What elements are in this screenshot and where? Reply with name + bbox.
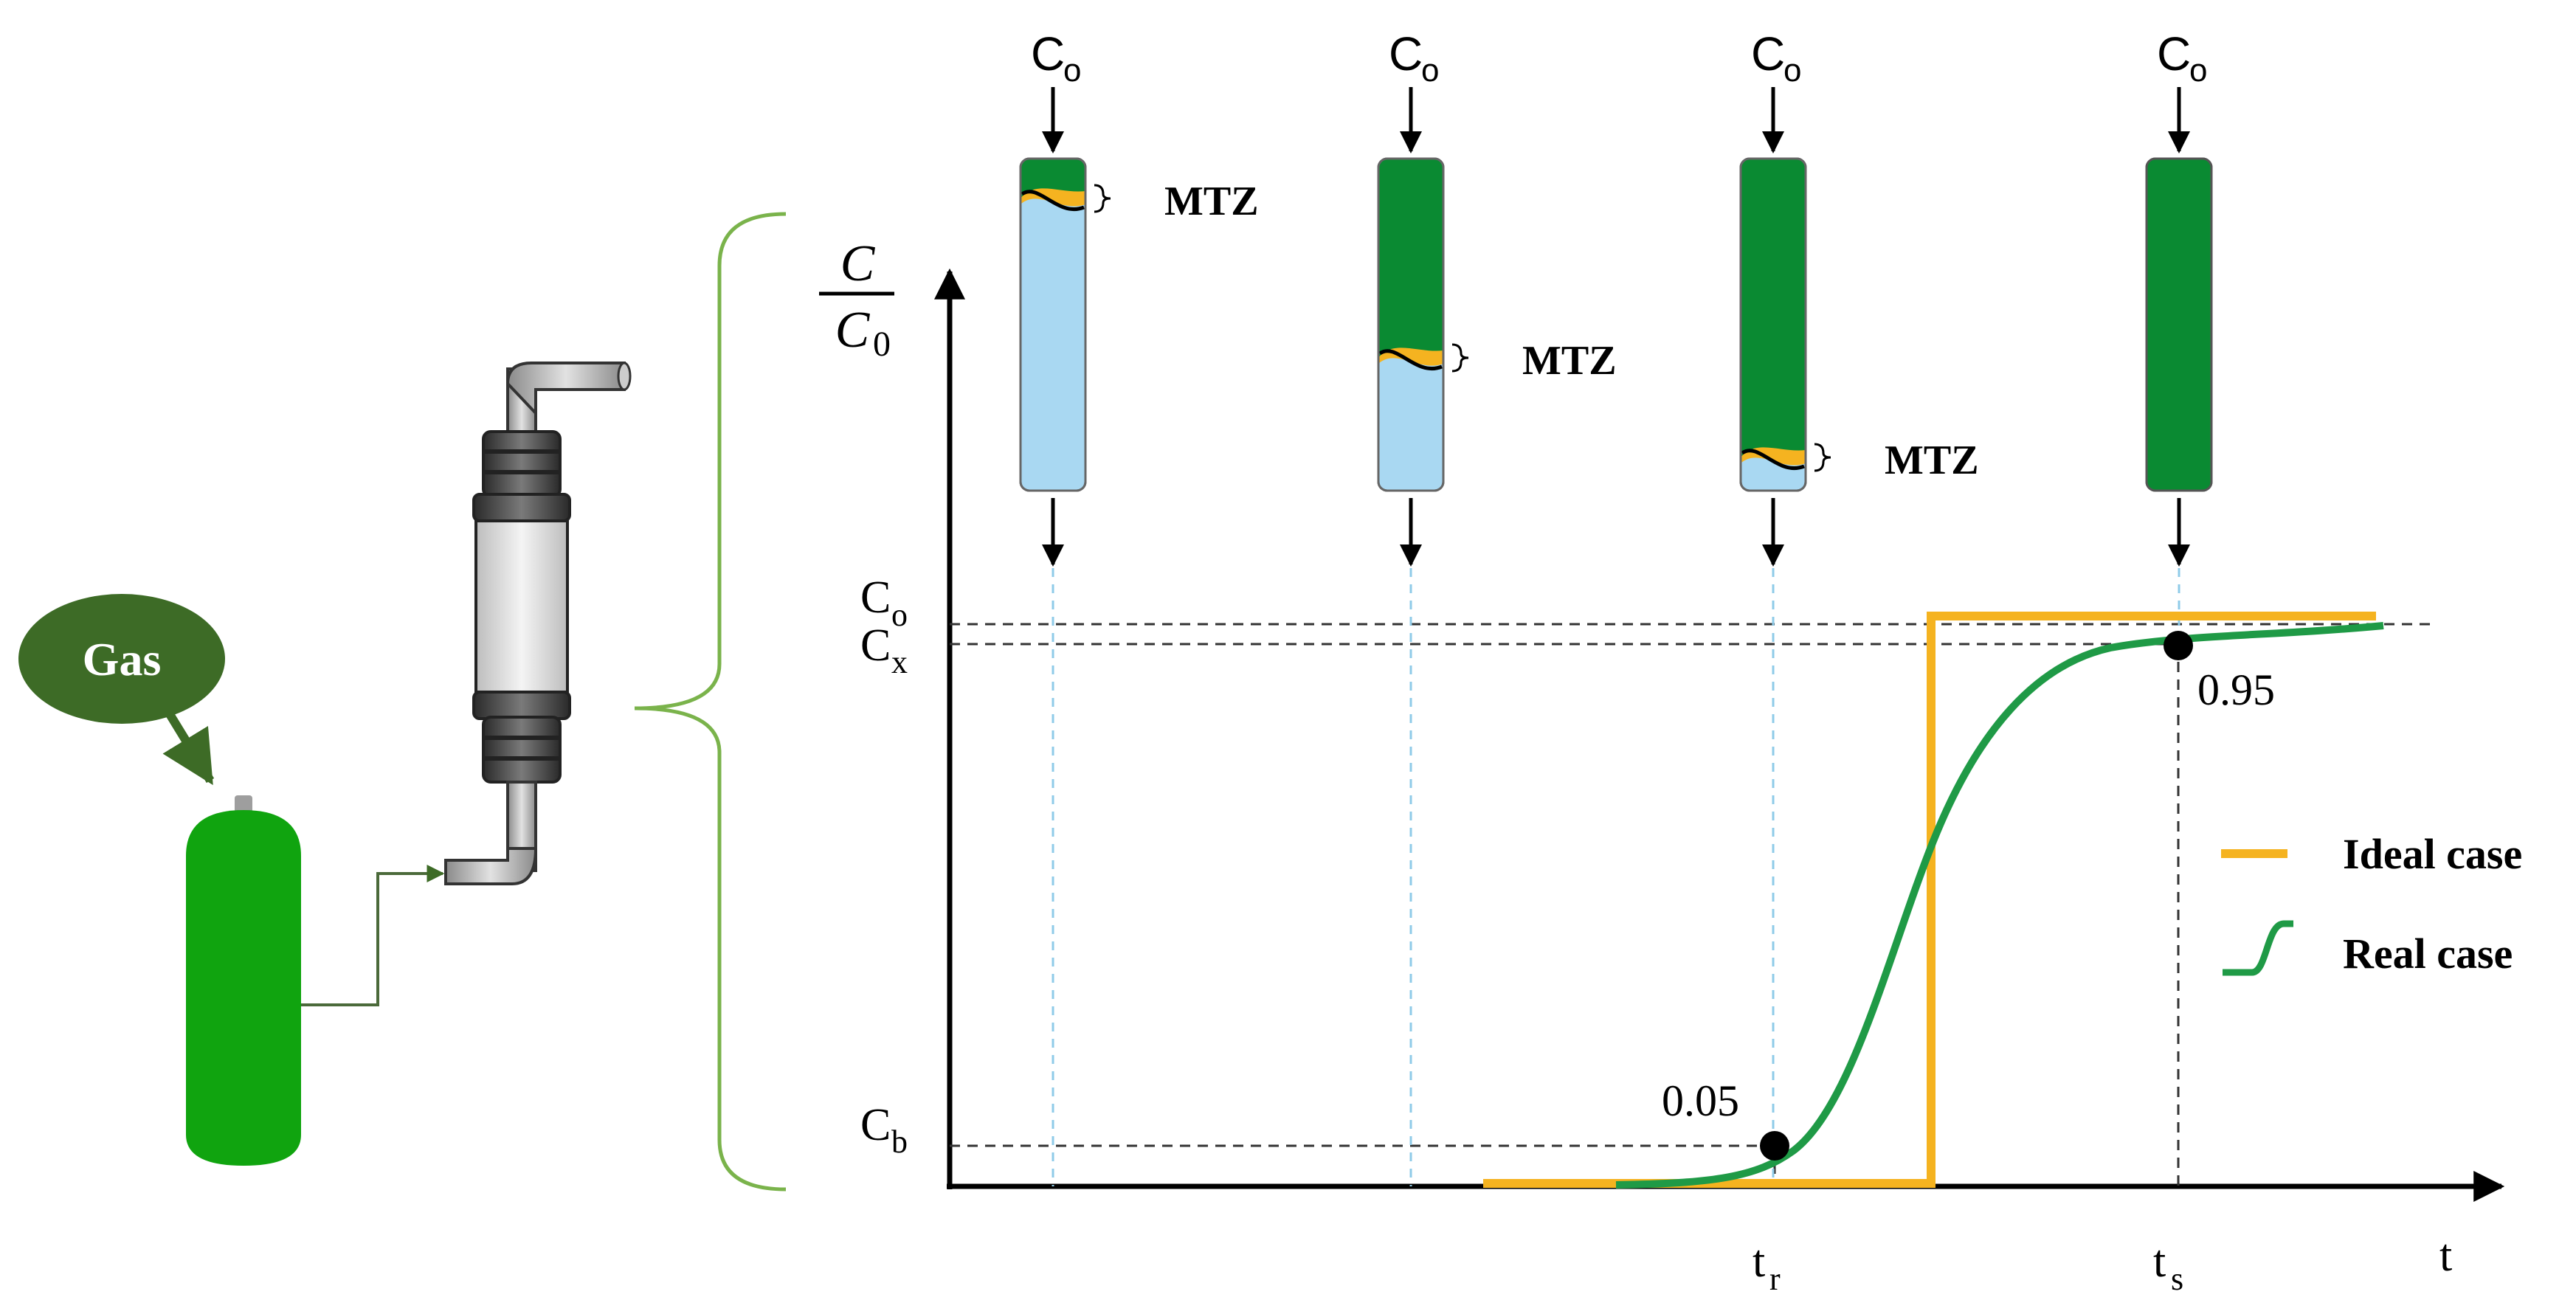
mtz-label: MTZ <box>1885 438 1979 483</box>
mtz-front <box>1378 349 1443 370</box>
gas-source: Gas <box>18 594 445 1166</box>
x-axis-label: t <box>2439 1231 2452 1281</box>
inlet-sub: o <box>1421 52 1439 89</box>
tick-c0: C <box>860 573 891 623</box>
legend: Ideal case Real case <box>2221 830 2522 978</box>
mtz-front <box>1741 449 1805 470</box>
svg-text:r: r <box>1769 1261 1781 1297</box>
inlet-label: C <box>1389 27 1423 80</box>
column-outline <box>1377 157 1445 492</box>
column-snapshot-4: Co <box>2145 27 2213 567</box>
gas-cylinder <box>186 795 301 1166</box>
legend-real-label: Real case <box>2343 930 2513 978</box>
breakthrough-point <box>1760 1131 1789 1161</box>
gas-bubble <box>18 594 225 724</box>
mtz-label: MTZ <box>1164 179 1259 224</box>
x-ticks: t r t s t <box>1753 1231 2452 1297</box>
mtz-label: MTZ <box>1522 338 1617 384</box>
column-guides <box>1052 568 2180 1186</box>
svg-text:C: C <box>840 235 876 292</box>
saturated-zone <box>1741 159 1806 457</box>
mtz-brace <box>1451 343 1469 373</box>
inlet-label: C <box>1031 27 1065 80</box>
inlet-sub: o <box>1063 52 1081 89</box>
column-outline <box>1739 157 1807 492</box>
mtz-brace <box>1814 443 1831 472</box>
gas-line <box>301 865 445 1006</box>
inlet-label: C <box>1751 27 1785 80</box>
svg-text:0: 0 <box>873 325 891 364</box>
saturation-point <box>2164 631 2193 660</box>
saturated-zone <box>1021 159 1085 198</box>
tick-tr: t <box>1753 1237 1765 1287</box>
saturated-zone <box>1378 159 1443 358</box>
tick-cb: C <box>860 1100 891 1150</box>
svg-text:b: b <box>891 1124 908 1160</box>
inlet-label: C <box>2157 27 2191 80</box>
column-outline <box>1019 157 1087 492</box>
legend-real-swatch <box>2223 920 2293 976</box>
y-axis-label: C C 0 <box>819 235 894 364</box>
saturated-zone <box>2145 157 2213 492</box>
svg-text:C: C <box>835 302 871 359</box>
svg-text:x: x <box>891 644 908 680</box>
y-ticks: C o C x C b <box>860 573 908 1160</box>
mtz-brace <box>1094 184 1111 213</box>
svg-text:o: o <box>891 597 908 633</box>
gas-arrow <box>162 711 215 786</box>
inlet-sub: o <box>1783 52 1801 89</box>
saturation-label: 0.95 <box>2197 665 2275 714</box>
breakthrough-label: 0.05 <box>1662 1076 1739 1125</box>
brace <box>634 212 787 1192</box>
axes <box>934 268 2505 1202</box>
tick-ts: t <box>2153 1237 2166 1287</box>
svg-text:s: s <box>2171 1261 2183 1297</box>
inlet-sub: o <box>2189 52 2207 89</box>
tick-cx: C <box>860 620 891 671</box>
legend-ideal-label: Ideal case <box>2343 830 2522 878</box>
adsorption-column <box>444 362 632 885</box>
gas-label: Gas <box>83 633 162 685</box>
mtz-front <box>1021 190 1085 211</box>
